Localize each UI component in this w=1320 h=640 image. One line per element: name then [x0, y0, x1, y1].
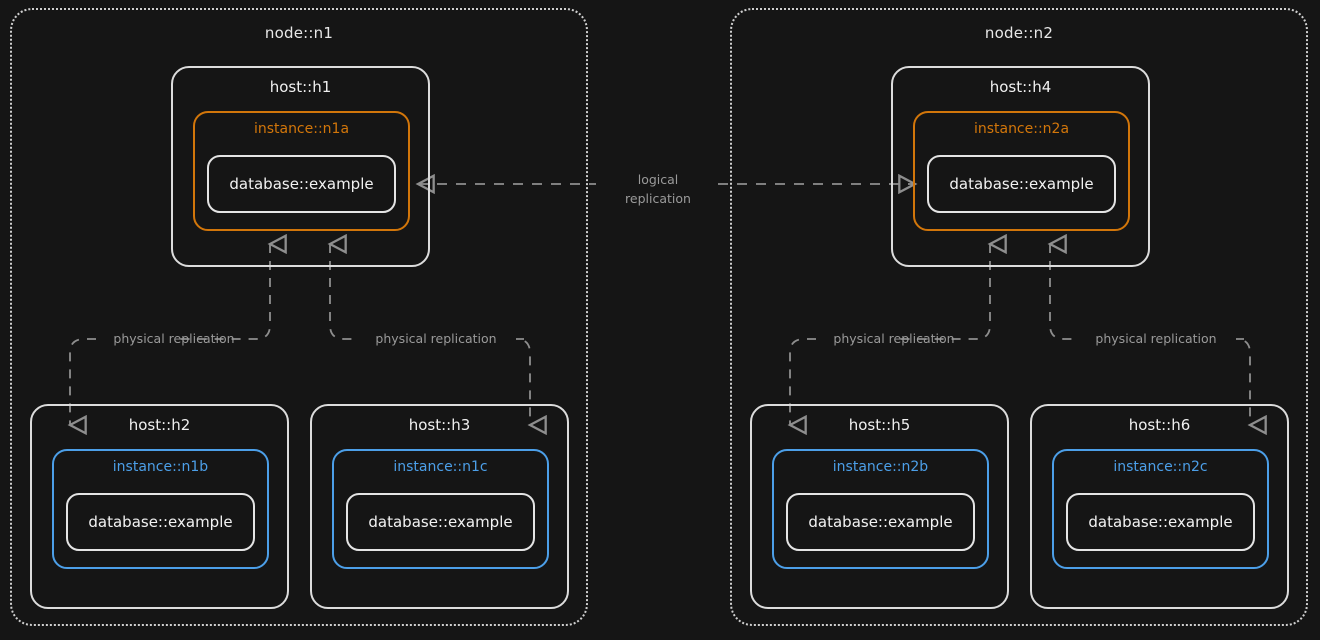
host-h3[interactable]: host::h3 — [310, 404, 569, 609]
database-n2a-label: database::example — [949, 175, 1094, 193]
instance-n1c-label: instance::n1c — [393, 459, 488, 475]
host-h6[interactable]: host::h6 — [1030, 404, 1289, 609]
database-n2c[interactable]: database::example — [1066, 493, 1255, 551]
database-n2a[interactable]: database::example — [927, 155, 1116, 213]
host-h5-label: host::h5 — [848, 416, 911, 434]
node-n2-label: node::n2 — [984, 24, 1054, 42]
database-n1b-label: database::example — [88, 513, 233, 531]
database-n2c-label: database::example — [1088, 513, 1233, 531]
instance-n1b-label: instance::n1b — [112, 459, 209, 475]
host-h3-label: host::h3 — [408, 416, 471, 434]
instance-n2c-label: instance::n2c — [1113, 459, 1208, 475]
edge-label-logical-line1: logical — [637, 172, 679, 187]
host-h1[interactable]: host::h1 — [171, 66, 430, 267]
host-h2-label: host::h2 — [128, 416, 191, 434]
edge-label-physical-n2b: physical replication — [833, 331, 955, 346]
edge-label-logical-line2: replication — [625, 191, 691, 206]
instance-n2b-label: instance::n2b — [832, 459, 929, 475]
instance-n2a[interactable]: instance::n2a — [913, 111, 1130, 231]
edge-label-logical-replication: logical replication — [598, 170, 718, 208]
host-h5[interactable]: host::h5 — [750, 404, 1009, 609]
instance-n1b[interactable]: instance::n1b — [52, 449, 269, 569]
edge-label-physical-n1b: physical replication — [113, 331, 235, 346]
database-n2b[interactable]: database::example — [786, 493, 975, 551]
node-n1[interactable]: node::n1 — [10, 8, 588, 626]
database-n1c[interactable]: database::example — [346, 493, 535, 551]
instance-n1c[interactable]: instance::n1c — [332, 449, 549, 569]
database-n1b[interactable]: database::example — [66, 493, 255, 551]
node-n2[interactable]: node::n2 — [730, 8, 1308, 626]
edge-label-physical-n1c: physical replication — [375, 331, 497, 346]
instance-n2b[interactable]: instance::n2b — [772, 449, 989, 569]
instance-n2c[interactable]: instance::n2c — [1052, 449, 1269, 569]
node-n1-label: node::n1 — [264, 24, 334, 42]
database-n2b-label: database::example — [808, 513, 953, 531]
host-h1-label: host::h1 — [269, 78, 332, 96]
host-h4-label: host::h4 — [989, 78, 1052, 96]
instance-n1a-label: instance::n1a — [253, 121, 350, 137]
instance-n2a-label: instance::n2a — [973, 121, 1070, 137]
host-h4[interactable]: host::h4 — [891, 66, 1150, 267]
host-h2[interactable]: host::h2 — [30, 404, 289, 609]
database-n1c-label: database::example — [368, 513, 513, 531]
instance-n1a[interactable]: instance::n1a — [193, 111, 410, 231]
database-n1a-label: database::example — [229, 175, 374, 193]
host-h6-label: host::h6 — [1128, 416, 1191, 434]
database-n1a[interactable]: database::example — [207, 155, 396, 213]
edge-label-physical-n2c: physical replication — [1095, 331, 1217, 346]
